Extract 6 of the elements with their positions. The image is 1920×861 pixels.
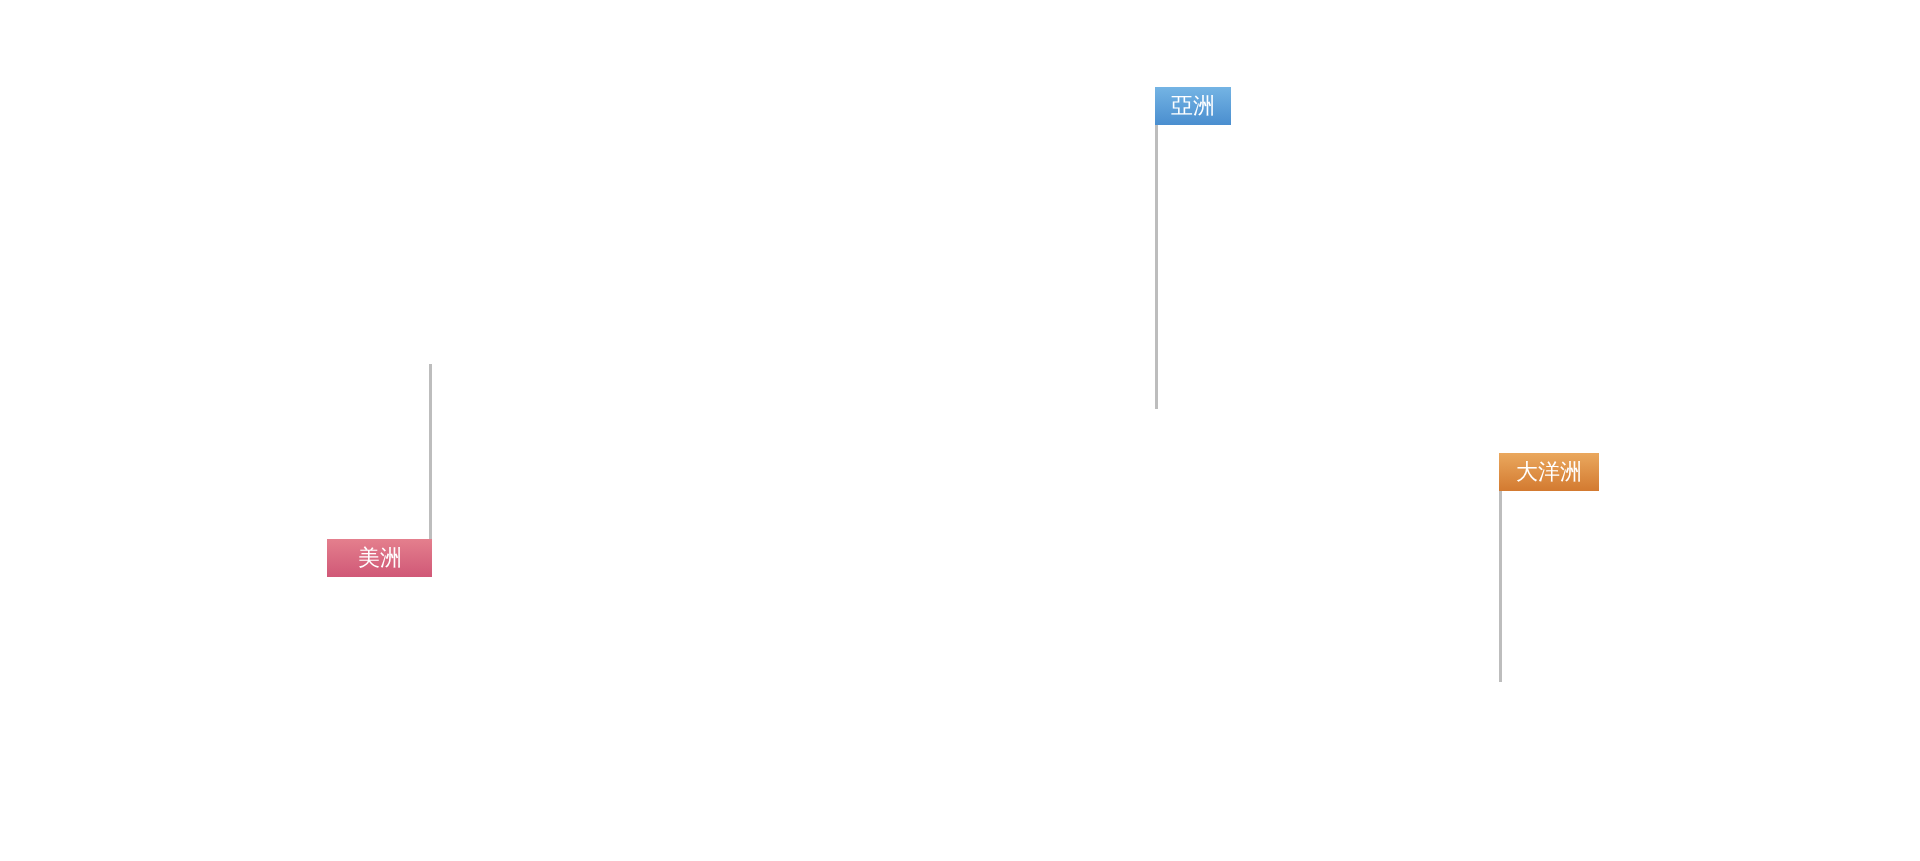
leader-line: [1499, 491, 1502, 682]
leader-line: [1155, 125, 1158, 409]
leader-line: [429, 364, 432, 539]
flag-marker: 亞洲: [1155, 87, 1231, 125]
flag-marker: 大洋洲: [1499, 453, 1599, 491]
flag-marker: 美洲: [327, 539, 432, 577]
